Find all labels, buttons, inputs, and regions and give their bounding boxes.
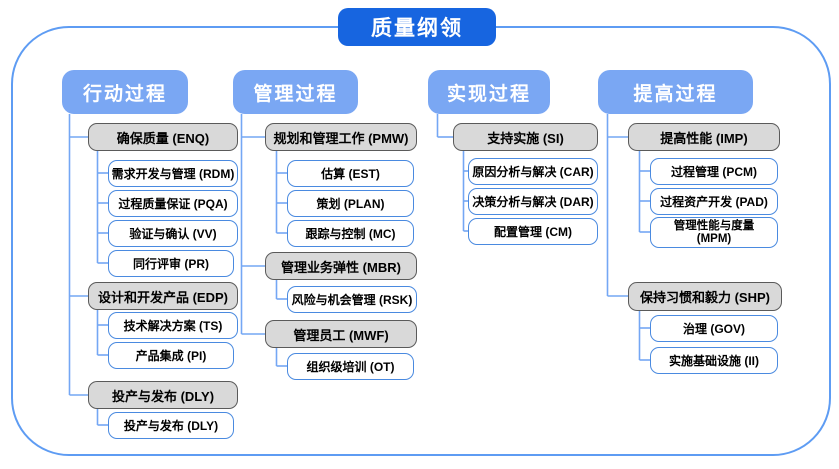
node-imp: 提高性能 (IMP)	[628, 123, 780, 151]
column-header-management-process: 管理过程	[233, 70, 358, 114]
node-ot: 组织级培训 (OT)	[287, 353, 414, 380]
node-rsk: 风险与机会管理 (RSK)	[287, 286, 417, 313]
node-mc: 跟踪与控制 (MC)	[287, 220, 414, 247]
node-rdm: 需求开发与管理 (RDM)	[108, 160, 238, 187]
node-pi: 产品集成 (PI)	[108, 342, 234, 369]
node-pmw: 规划和管理工作 (PMW)	[265, 123, 417, 151]
node-mpm: 管理性能与度量 (MPM)	[650, 217, 778, 248]
node-pcm: 过程管理 (PCM)	[650, 158, 778, 185]
node-si: 支持实施 (SI)	[453, 123, 598, 151]
node-dly-sub: 投产与发布 (DLY)	[108, 412, 234, 439]
node-gov: 治理 (GOV)	[650, 315, 778, 342]
column-header-improvement-process: 提高过程	[598, 70, 753, 114]
node-ts: 技术解决方案 (TS)	[108, 312, 238, 339]
node-ii: 实施基础设施 (II)	[650, 347, 778, 374]
column-header-action-process: 行动过程	[62, 70, 188, 114]
node-vv: 验证与确认 (VV)	[108, 220, 238, 247]
node-shp: 保持习惯和毅力 (SHP)	[628, 282, 782, 311]
node-plan: 策划 (PLAN)	[287, 190, 414, 217]
node-cm: 配置管理 (CM)	[468, 218, 598, 245]
node-dar: 决策分析与解决 (DAR)	[468, 188, 598, 215]
node-dly: 投产与发布 (DLY)	[88, 381, 238, 409]
node-pqa: 过程质量保证 (PQA)	[108, 190, 238, 217]
node-est: 估算 (EST)	[287, 160, 414, 187]
diagram-title: 质量纲领	[338, 8, 496, 46]
node-car: 原因分析与解决 (CAR)	[468, 158, 598, 185]
node-enq: 确保质量 (ENQ)	[88, 123, 238, 151]
node-mwf: 管理员工 (MWF)	[265, 320, 417, 348]
node-pr: 同行评审 (PR)	[108, 250, 234, 277]
node-edp: 设计和开发产品 (EDP)	[88, 282, 238, 310]
node-mbr: 管理业务弹性 (MBR)	[265, 252, 417, 280]
node-pad: 过程资产开发 (PAD)	[650, 188, 778, 215]
column-header-implementation-process: 实现过程	[428, 70, 550, 114]
